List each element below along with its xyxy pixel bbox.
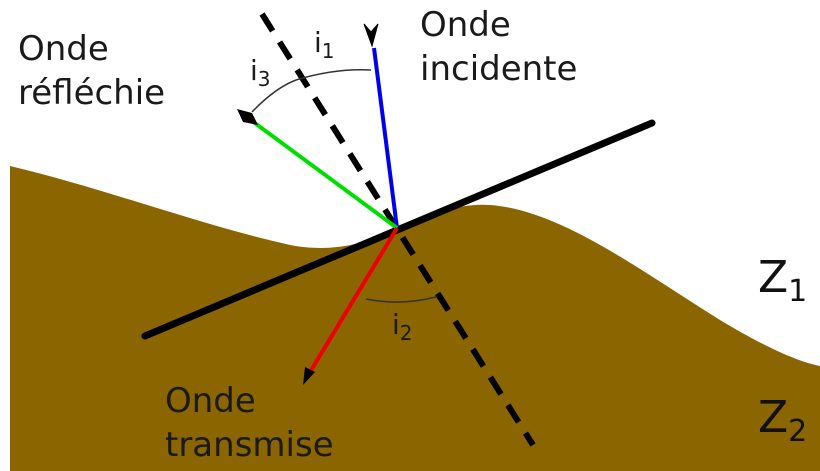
angle-arc-i2 — [365, 296, 437, 303]
angle-label-i2: i2 — [392, 308, 413, 345]
angle-label-i3: i3 — [250, 54, 271, 91]
incident-label-line1: Onde — [420, 5, 511, 45]
reflected-label-line2: réfléchie — [18, 73, 165, 113]
transmitted-ray — [308, 226, 399, 374]
reflected-ray — [246, 116, 399, 230]
interface-line — [141, 119, 656, 340]
angle-arc-i3 — [251, 79, 297, 113]
ground-medium — [10, 166, 820, 471]
reflected-arrowhead — [237, 109, 258, 125]
transmitted-label-line2: transmise — [165, 425, 334, 465]
incident-label-line2: incidente — [420, 49, 577, 89]
medium-label-z2: Z2 — [758, 392, 807, 449]
incident-arrowhead — [363, 23, 379, 48]
reflected-label-line1: Onde — [18, 29, 109, 69]
medium-label-z1: Z1 — [758, 252, 807, 309]
angle-label-i1: i1 — [314, 26, 335, 63]
normal-dashed-line — [259, 12, 536, 447]
transmitted-label-line1: Onde — [165, 381, 256, 421]
angle-arc-i1 — [295, 68, 372, 81]
incident-ray — [372, 47, 399, 229]
transmitted-arrowhead — [303, 367, 315, 385]
